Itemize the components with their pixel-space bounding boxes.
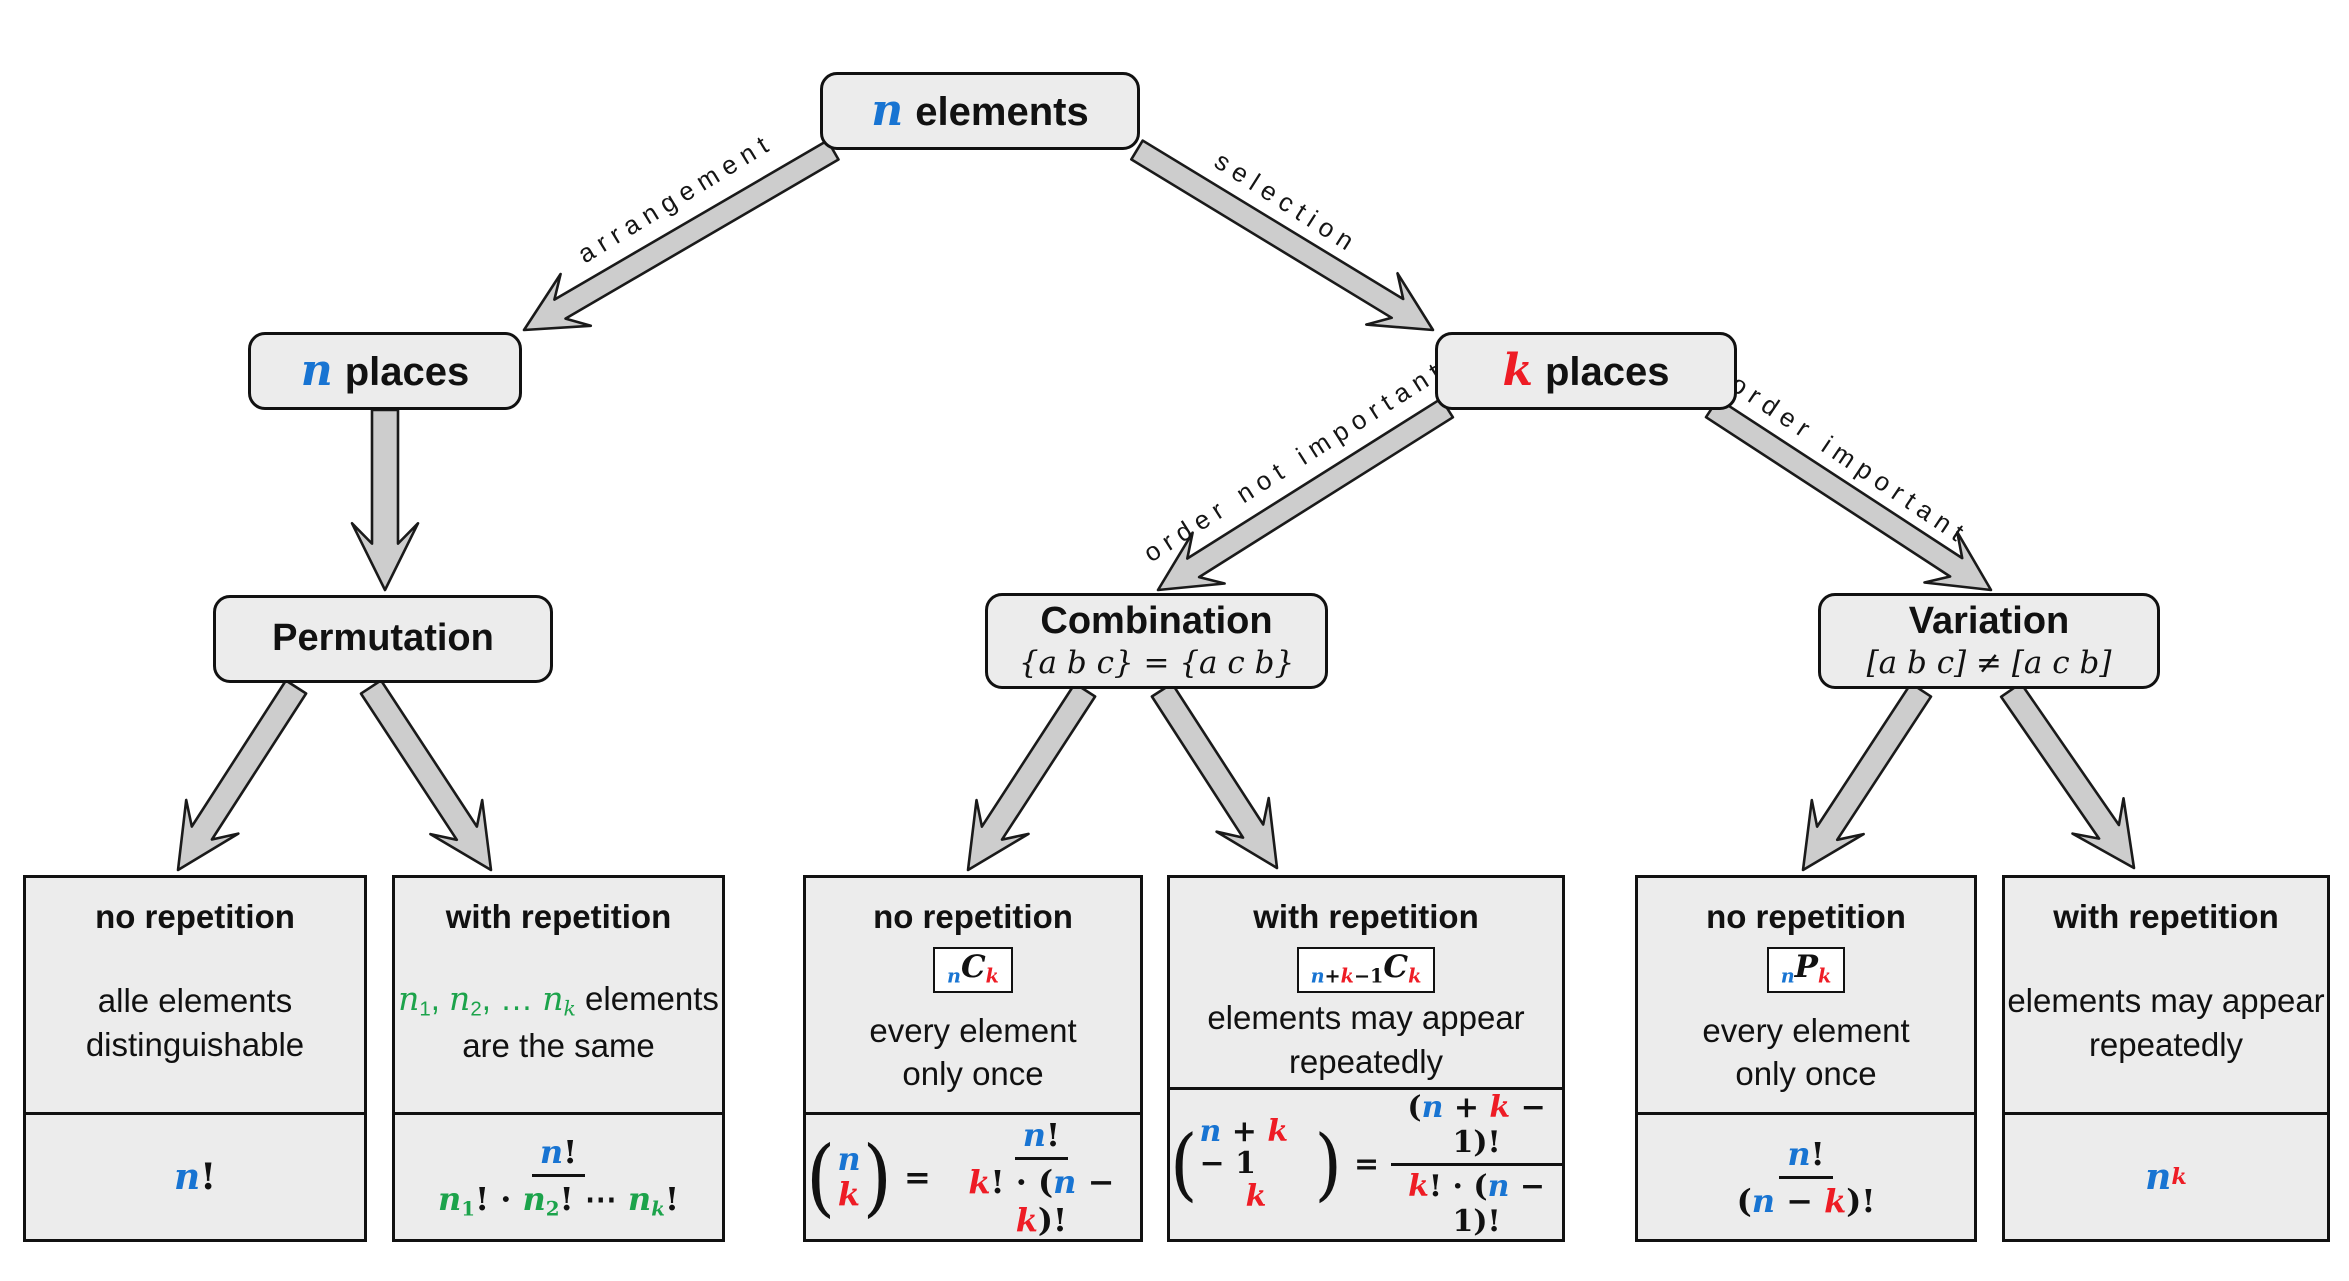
node-permutation: Permutation <box>213 595 553 683</box>
leaf-permutation-no-repetition: no repetition alle elements distinguisha… <box>23 875 367 1242</box>
formula-n-factorial: n! <box>174 1156 216 1198</box>
leaf-description: n1, n2, … nk elements are the same <box>398 979 719 1065</box>
node-n-places-label: places <box>344 350 470 394</box>
leaf-description: elements may appear repeatedly <box>1207 999 1525 1080</box>
edge-combination-norep-arrow <box>966 682 1097 872</box>
k-variable: k <box>1502 345 1533 396</box>
formula-falling-factorial: n!(n − k)! <box>1736 1134 1876 1220</box>
leaf-header: no repetition <box>95 898 295 935</box>
formula-multiset-permutation: n!n1! · n2! ⋯ nk! <box>438 1133 679 1221</box>
n-variable: n <box>871 85 904 136</box>
edge-arrangement-arrow <box>522 139 840 332</box>
edge-order-not-important-arrow <box>1156 397 1455 592</box>
node-n-places: n places <box>248 332 522 410</box>
leaf-description: every element only once <box>869 1011 1077 1093</box>
edge-variation-norep-arrow <box>1801 682 1933 872</box>
leaf-header: with repetition <box>445 898 672 935</box>
edge-combination-withrep-arrow <box>1150 682 1279 870</box>
node-k-places-label: places <box>1544 350 1670 394</box>
edge-order-important-arrow <box>1704 397 1993 592</box>
leaf-header: with repetition <box>2053 898 2279 935</box>
leaf-description: every element only once <box>1702 1011 1910 1093</box>
leaf-combination-no-repetition: no repetition nCk every element only onc… <box>803 875 1143 1242</box>
node-n-elements-label: elements <box>915 90 1089 134</box>
notation-n-plus-k-minus-1-Ck: n+k−1Ck <box>1296 947 1436 993</box>
n-variable: n <box>300 345 333 396</box>
leaf-combination-with-repetition: with repetition n+k−1Ck elements may app… <box>1167 875 1565 1242</box>
leaf-permutation-with-repetition: with repetition n1, n2, … nk elements ar… <box>392 875 725 1242</box>
node-combination: Combination {a b c} = {a c b} <box>985 593 1328 689</box>
node-variation-title: Variation <box>1908 599 2070 642</box>
node-k-places: k places <box>1435 332 1737 410</box>
leaf-description: alle elements distinguishable <box>85 981 305 1063</box>
leaf-header: with repetition <box>1253 898 1479 935</box>
node-permutation-title: Permutation <box>272 617 494 660</box>
leaf-variation-no-repetition: no repetition nPk every element only onc… <box>1635 875 1977 1242</box>
node-variation: Variation [a b c] ≠ [a c b] <box>1818 593 2160 689</box>
leaf-description: elements may appear repeatedly <box>2007 981 2325 1063</box>
notation-nCk: nCk <box>933 947 1013 993</box>
edge-permutation-withrep-arrow <box>359 679 493 872</box>
leaf-header: no repetition <box>1706 898 1906 935</box>
node-combination-title: Combination <box>1040 599 1273 642</box>
notation-nPk: nPk <box>1766 947 1846 993</box>
edge-selection-arrow <box>1130 139 1435 332</box>
edge-n-places-permutation-arrow <box>350 408 420 592</box>
edge-permutation-norep-arrow <box>176 679 308 872</box>
node-variation-subtitle: [a b c] ≠ [a c b] <box>1866 644 2112 681</box>
node-combination-subtitle: {a b c} = {a c b} <box>1018 644 1295 681</box>
node-n-elements: n elements <box>820 72 1140 150</box>
leaf-header: no repetition <box>873 898 1073 935</box>
leaf-variation-with-repetition: with repetition elements may appear repe… <box>2002 875 2330 1242</box>
edge-variation-withrep-arrow <box>1999 681 2136 870</box>
